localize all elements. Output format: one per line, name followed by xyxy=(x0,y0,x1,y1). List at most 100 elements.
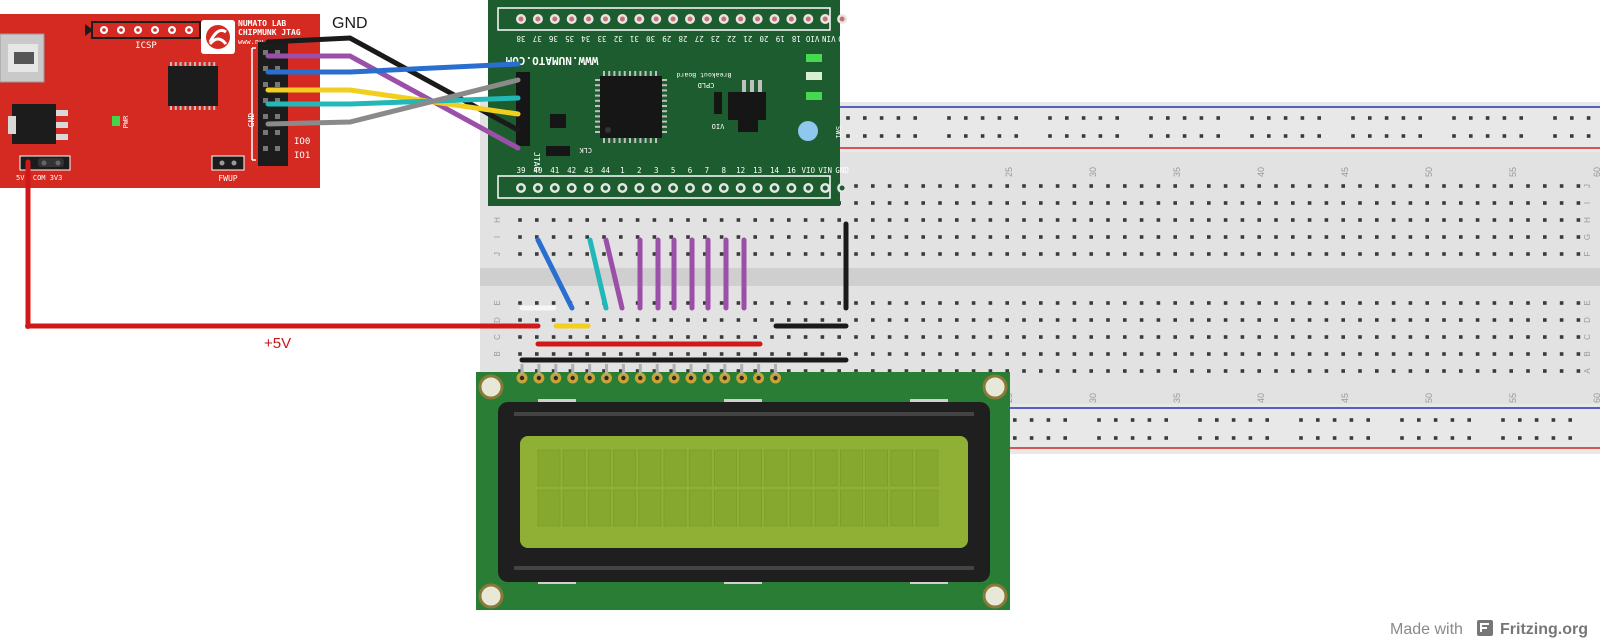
svg-text:18: 18 xyxy=(791,34,801,43)
io0-label: IO0 xyxy=(294,137,310,147)
wire-purple xyxy=(265,53,521,151)
ftdi-chip xyxy=(168,66,218,106)
svg-text:33: 33 xyxy=(597,34,606,43)
pwr-led xyxy=(112,116,120,126)
svg-text:3: 3 xyxy=(654,166,659,175)
cpld-vio-label: VIO xyxy=(712,122,725,130)
svg-text:50: 50 xyxy=(1424,393,1434,403)
svg-text:35: 35 xyxy=(1172,393,1182,403)
wire-purple-bb1 xyxy=(603,237,625,311)
svg-text:J: J xyxy=(493,252,502,256)
svg-text:32: 32 xyxy=(614,34,623,43)
breadboard-rail-holes xyxy=(846,116,1591,440)
cpld-subtitle1: Breakout Board xyxy=(677,71,732,79)
svg-text:22: 22 xyxy=(727,34,736,43)
svg-text:D: D xyxy=(493,317,502,323)
svg-text:40: 40 xyxy=(533,166,543,175)
svg-text:G: G xyxy=(1583,234,1592,240)
svg-text:VIN: VIN xyxy=(818,166,832,175)
svg-text:55: 55 xyxy=(1508,393,1518,403)
cpld-chip xyxy=(600,76,662,138)
svg-text:GND: GND xyxy=(835,166,849,175)
cpld-jtag-header xyxy=(516,72,530,146)
pwr-label: PWR xyxy=(122,115,130,128)
svg-text:16: 16 xyxy=(787,166,797,175)
cpld-top-header-pins xyxy=(516,14,848,24)
cpld-switch xyxy=(798,121,818,141)
cpld-led-2 xyxy=(806,72,822,80)
svg-text:45: 45 xyxy=(1340,393,1350,403)
svg-text:60: 60 xyxy=(1592,167,1600,177)
fritzing-logo-icon xyxy=(1477,620,1493,636)
cpld-sw-label: SW1 xyxy=(834,126,842,139)
cpld-clk-label: CLK xyxy=(579,146,592,154)
cpld-subtitle2: CPLD xyxy=(698,81,715,89)
svg-text:35: 35 xyxy=(565,34,574,43)
svg-text:50: 50 xyxy=(1424,167,1434,177)
svg-text:E: E xyxy=(1583,300,1592,305)
svg-text:28: 28 xyxy=(678,34,688,43)
brand-line1: NUMATO LAB xyxy=(238,19,286,28)
wires xyxy=(25,35,849,363)
brand-url: www.nu xyxy=(238,38,263,46)
svg-text:43: 43 xyxy=(584,166,593,175)
svg-text:34: 34 xyxy=(581,34,591,43)
svg-text:40: 40 xyxy=(1256,167,1266,177)
svg-text:GND: GND xyxy=(838,34,852,43)
svg-text:I: I xyxy=(493,236,502,238)
svg-text:41: 41 xyxy=(550,166,559,175)
brand-line2: CHIPMUNK JTAG xyxy=(238,28,301,37)
svg-text:30: 30 xyxy=(1088,393,1098,403)
svg-text:1: 1 xyxy=(620,166,625,175)
svg-text:13: 13 xyxy=(753,166,762,175)
jtag-header-pins xyxy=(263,50,280,151)
chip-leads xyxy=(170,62,216,110)
svg-text:A: A xyxy=(1583,368,1592,374)
breadboard-column-numbers: 25253030353540404545505055556060 xyxy=(1004,167,1600,403)
voltage-regulator xyxy=(12,104,56,144)
footer-brand: Fritzing.org xyxy=(1500,621,1588,638)
wire-cyan-bb xyxy=(587,237,609,311)
svg-text:30: 30 xyxy=(646,34,656,43)
lcd-character-cells xyxy=(537,449,939,527)
svg-text:29: 29 xyxy=(662,34,671,43)
svg-text:J: J xyxy=(1583,184,1592,188)
svg-text:E: E xyxy=(493,300,502,305)
svg-text:12: 12 xyxy=(736,166,745,175)
svg-text:40: 40 xyxy=(1256,393,1266,403)
svg-text:7: 7 xyxy=(705,166,710,175)
svg-text:27: 27 xyxy=(695,34,704,43)
icsp-label: ICSP xyxy=(135,41,157,51)
svg-text:45: 45 xyxy=(1340,167,1350,177)
gnd-label: GND xyxy=(332,15,368,32)
svg-text:VIN: VIN xyxy=(822,34,836,43)
svg-text:B: B xyxy=(1583,351,1592,356)
svg-text:36: 36 xyxy=(548,34,558,43)
svg-text:H: H xyxy=(1583,217,1592,223)
io1-label: IO1 xyxy=(294,151,310,161)
wire-cyan xyxy=(265,95,521,107)
lcd-header-pads xyxy=(516,364,781,384)
svg-text:19: 19 xyxy=(776,34,785,43)
cpld-jtag-label: JTAG xyxy=(532,152,541,171)
svg-text:B: B xyxy=(493,351,502,356)
svg-text:30: 30 xyxy=(1088,167,1098,177)
wire-blue xyxy=(265,61,521,75)
svg-text:VIO: VIO xyxy=(805,34,819,43)
cpld-chip-leads xyxy=(595,71,667,143)
wire-gray xyxy=(265,77,521,127)
icsp-header-pins xyxy=(100,26,193,34)
svg-text:42: 42 xyxy=(567,166,576,175)
fwup-header xyxy=(211,155,245,171)
svg-text:55: 55 xyxy=(1508,167,1518,177)
svg-text:2: 2 xyxy=(637,166,642,175)
svg-text:35: 35 xyxy=(1172,167,1182,177)
svg-text:C: C xyxy=(493,334,502,340)
svg-text:21: 21 xyxy=(743,34,752,43)
svg-text:F: F xyxy=(1583,251,1592,256)
footer-made-with: Made with xyxy=(1390,621,1463,638)
